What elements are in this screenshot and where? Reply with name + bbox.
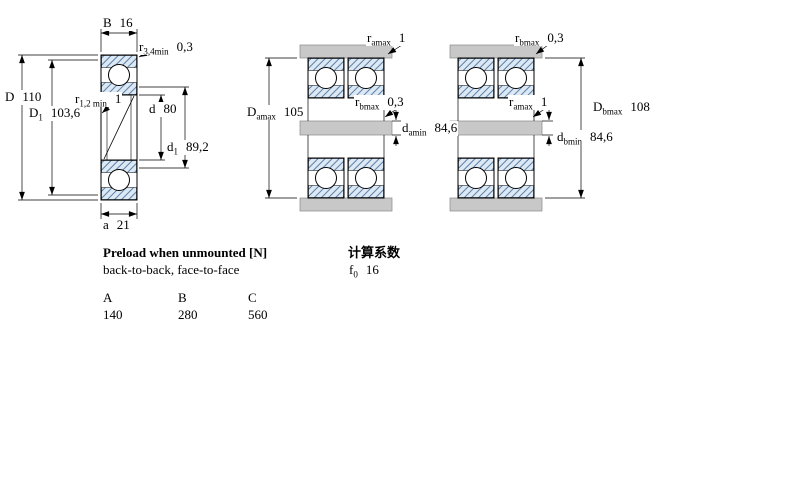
preload-value-C: 560: [248, 307, 268, 322]
housing-block: [449, 197, 543, 212]
dim-symbol: a: [103, 217, 109, 232]
dim-symbol: r: [509, 94, 514, 109]
dim-rbmax2-label: rbmax 0,3: [514, 30, 565, 48]
dim-value: 89,2: [186, 139, 209, 154]
dim-subscript: 0: [353, 269, 358, 280]
bearing-section: [347, 57, 385, 99]
preload-column-A: A: [103, 290, 113, 305]
dim-symbol: D: [5, 89, 15, 104]
bearing-section: [457, 157, 495, 199]
dim-value: 84,6: [590, 129, 613, 144]
preload-column-B: B: [178, 290, 187, 305]
dim-D-label: D 110: [4, 89, 43, 105]
dim-value: 16: [119, 15, 133, 30]
dim-symbol: D: [29, 105, 39, 120]
dim-symbol: d: [167, 139, 174, 154]
dim-value: 80: [163, 101, 177, 116]
dim-rbmax-label: rbmax 0,3: [354, 94, 405, 112]
dim-damin-label: damin 84,6: [401, 120, 459, 138]
dim-symbol: r: [355, 94, 360, 109]
dim-value: 110: [22, 89, 42, 104]
dim-value: 0,3: [547, 30, 564, 45]
dim-d-label: d 80: [148, 101, 178, 117]
preload-value-A: 140: [103, 307, 123, 322]
calculation-f0-label: f0 16: [348, 262, 380, 280]
bearing-section: [497, 157, 535, 199]
dim-Dbmax-label: Dbmax 108: [592, 99, 651, 117]
single-bearing-figure: [100, 54, 138, 201]
face-to-face-figure: [449, 44, 543, 212]
shaft-block: [299, 120, 393, 136]
bearing-section: [497, 57, 535, 99]
bearing-section: [457, 57, 495, 99]
dim-symbol: f: [349, 262, 354, 277]
calculation-title: 计算系数: [348, 245, 401, 260]
dim-ramax-label: ramax 1: [366, 30, 407, 48]
bearing-section: [100, 54, 138, 96]
dim-value: 1: [114, 91, 122, 106]
dim-value: 1: [540, 94, 548, 109]
dim-d1-label: d1 89,2: [166, 139, 210, 157]
preload-title: Preload when unmounted [N]: [103, 245, 268, 260]
bearing-section: [307, 157, 345, 199]
dim-symbol: D: [247, 104, 257, 119]
dim-value: 16: [365, 262, 379, 277]
dim-subscript: bmax: [519, 37, 540, 48]
dim-subscript: bmax: [359, 101, 380, 112]
dim-B-label: B 16: [102, 15, 134, 31]
contact-angle-line: [103, 95, 135, 160]
dim-a-label: a 21: [102, 217, 131, 233]
dim-symbol: r: [75, 91, 80, 106]
dim-value: 0,3: [176, 39, 193, 54]
dim-subscript: 1,2 min: [79, 98, 107, 109]
bearing-section: [347, 157, 385, 199]
housing-block: [299, 197, 393, 212]
dim-value: 103,6: [50, 105, 81, 120]
dim-subscript: amax: [256, 111, 276, 122]
preload-subtitle: back-to-back, face-to-face: [103, 262, 240, 277]
dim-symbol: r: [367, 30, 372, 45]
dim-value: 1: [398, 30, 406, 45]
dim-symbol: r: [139, 39, 144, 54]
dim-value: 108: [630, 99, 650, 114]
bearing-section: [100, 159, 138, 201]
dim-symbol: d: [402, 120, 409, 135]
dim-subscript: amin: [408, 127, 427, 138]
dim-symbol: B: [103, 15, 112, 30]
dim-r34-label: r3,4min 0,3: [138, 39, 194, 57]
back-to-back-dimensions: [265, 44, 403, 199]
dim-symbol: D: [593, 99, 603, 114]
dim-symbol: d: [149, 101, 156, 116]
back-to-back-figure: [299, 44, 393, 212]
dim-Damax-label: Damax 105: [246, 104, 305, 122]
dim-subscript: amax: [371, 37, 391, 48]
dim-subscript: amax: [513, 101, 533, 112]
dim-r12-label: r1,2 min 1: [74, 91, 123, 109]
dim-subscript: 3,4min: [143, 46, 169, 57]
shaft-block: [449, 120, 543, 136]
dim-subscript: bmin: [563, 136, 583, 147]
dim-symbol: d: [557, 129, 564, 144]
dim-subscript: 1: [38, 112, 43, 123]
dim-symbol: r: [515, 30, 520, 45]
dim-value: 105: [283, 104, 304, 119]
preload-value-B: 280: [178, 307, 198, 322]
dim-value: 84,6: [434, 120, 458, 135]
dim-ramax2-label: ramax 1: [508, 94, 549, 112]
dim-value: 0,3: [387, 94, 404, 109]
dim-dbmin-label: dbmin 84,6: [556, 129, 614, 147]
dim-D1-label: D1 103,6: [28, 105, 82, 123]
bearing-section: [307, 57, 345, 99]
dim-subscript: 1: [173, 146, 179, 157]
dim-value: 21: [116, 217, 130, 232]
preload-column-C: C: [248, 290, 257, 305]
dim-subscript: bmax: [602, 106, 623, 117]
